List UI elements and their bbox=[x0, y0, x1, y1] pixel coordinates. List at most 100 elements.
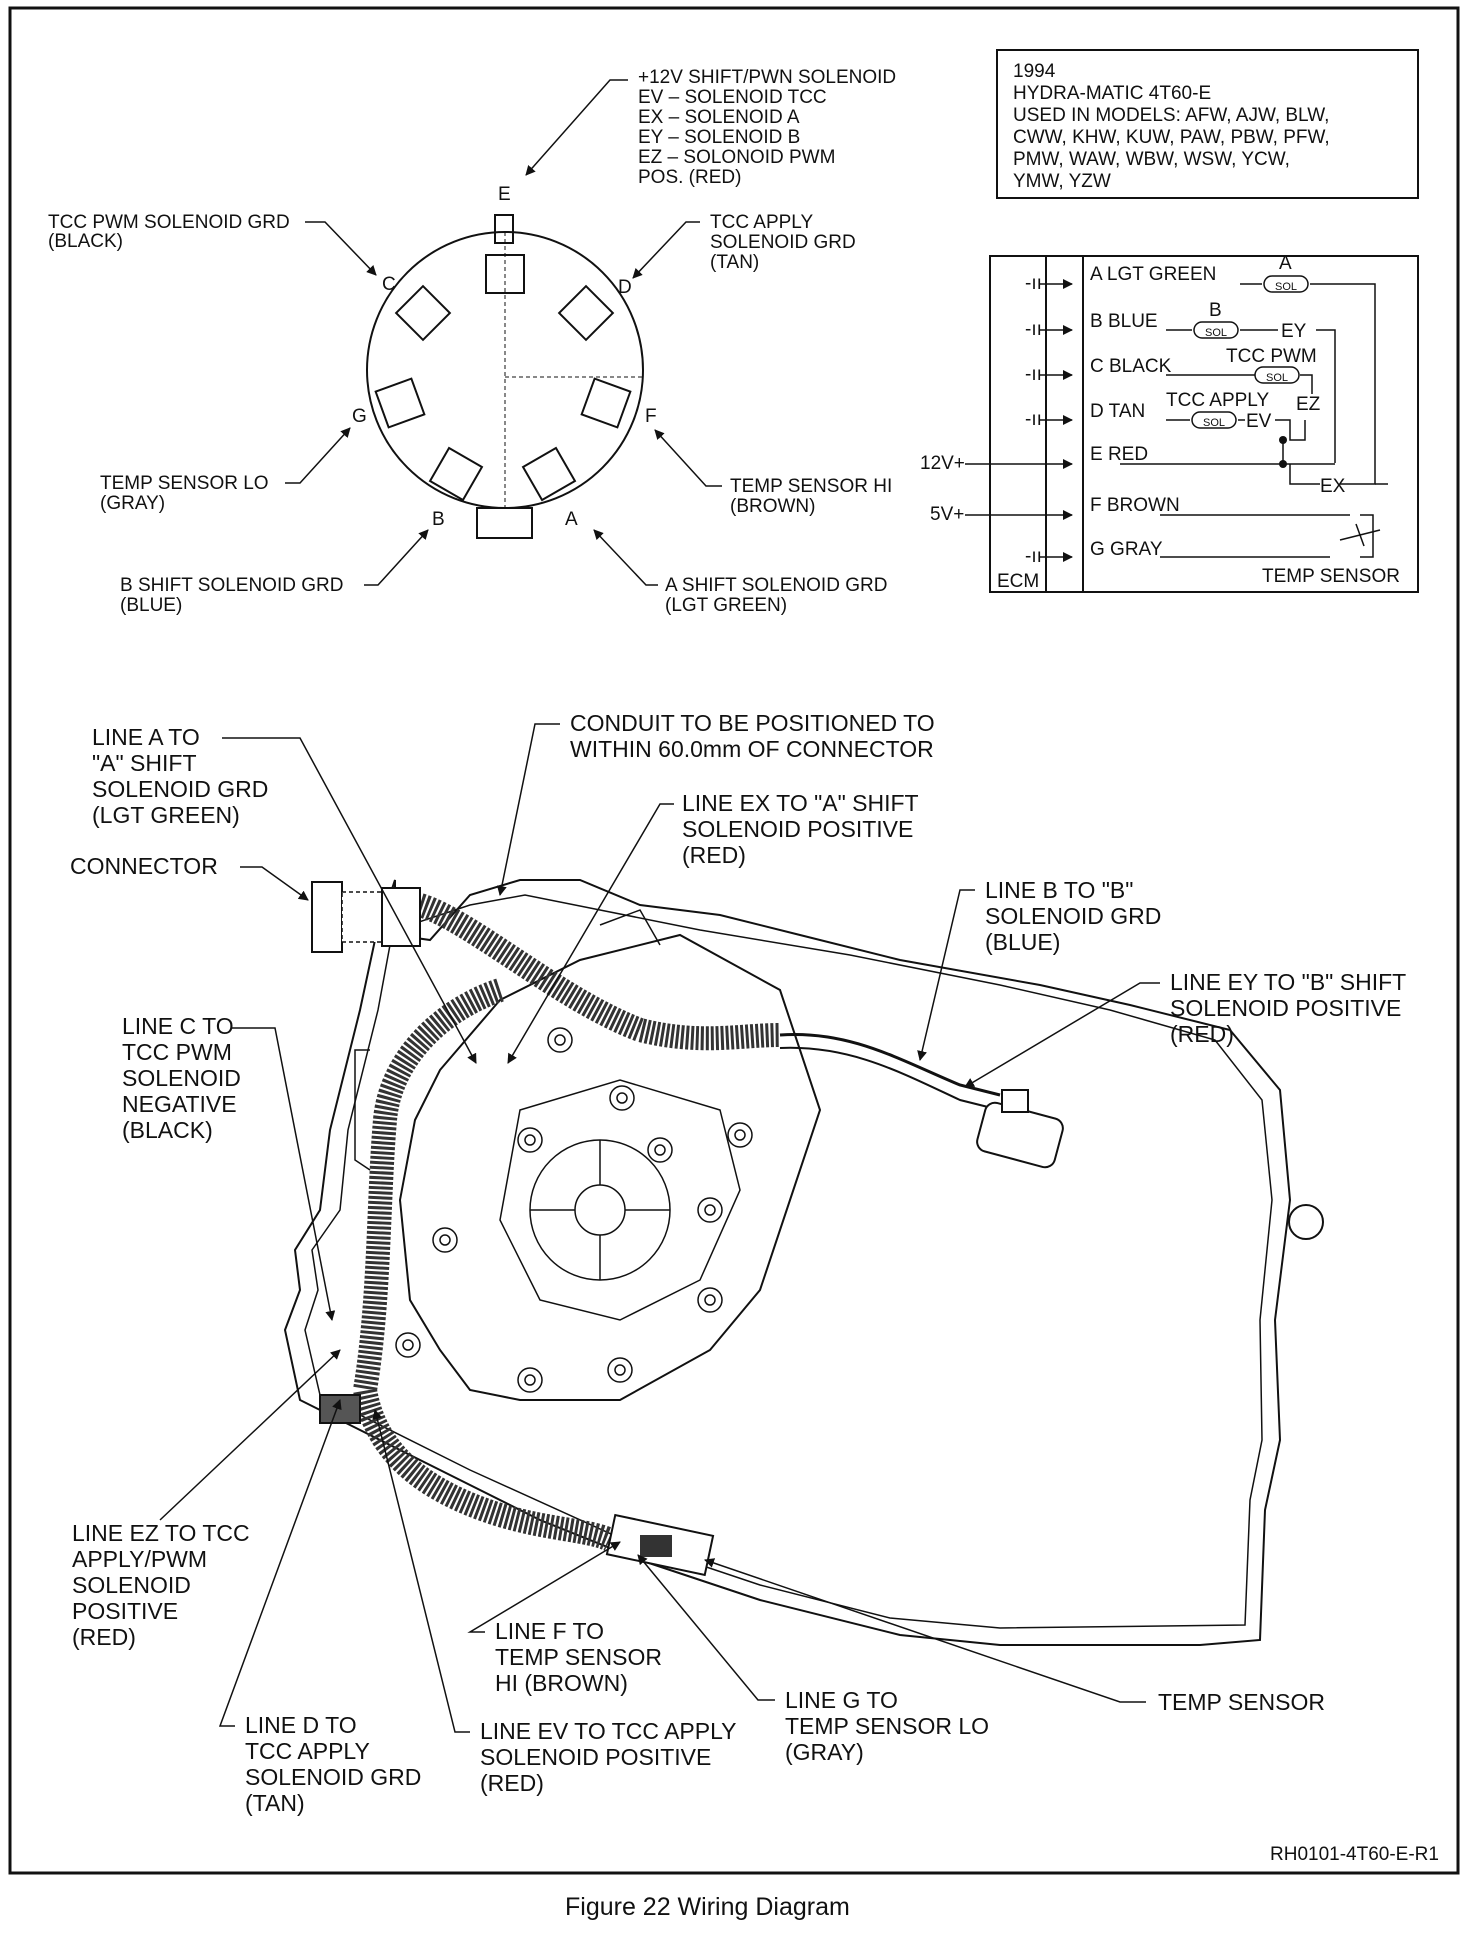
solenoid-a-symbol: A SOL bbox=[1263, 253, 1309, 293]
valve-body bbox=[398, 933, 822, 1401]
svg-text:LINE EY TO "B" SHIFT: LINE EY TO "B" SHIFT bbox=[1170, 969, 1406, 995]
pin-a-callout: A SHIFT SOLENOID GRD (LGT GREEN) bbox=[593, 529, 887, 616]
schematic-temp-sensor-label: TEMP SENSOR bbox=[1262, 566, 1400, 587]
svg-text:NEGATIVE: NEGATIVE bbox=[122, 1091, 237, 1117]
svg-text:(BROWN): (BROWN) bbox=[730, 496, 815, 517]
svg-text:(LGT GREEN): (LGT GREEN) bbox=[665, 595, 787, 616]
callout-line-f: LINE F TO TEMP SENSOR HI (BROWN) bbox=[467, 1541, 662, 1696]
svg-text:SOLENOID GRD: SOLENOID GRD bbox=[710, 232, 856, 253]
pin-f-letter: F bbox=[645, 406, 657, 427]
pin-a-cavity bbox=[521, 446, 577, 502]
ecm-label: ECM bbox=[997, 571, 1039, 592]
line-e-row: 12V+ E RED bbox=[920, 444, 1148, 474]
connector-key-top bbox=[494, 214, 514, 244]
svg-text:TEMP SENSOR LO: TEMP SENSOR LO bbox=[100, 473, 269, 494]
svg-text:(BLACK): (BLACK) bbox=[122, 1117, 213, 1143]
pin-c-callout: TCC PWM SOLENOID GRD (BLACK) bbox=[48, 212, 377, 276]
pin-g-letter: G bbox=[352, 406, 367, 427]
callout-line-ex: LINE EX TO "A" SHIFT SOLENOID POSITIVE (… bbox=[507, 790, 919, 1064]
case-bolt-hole bbox=[1288, 1204, 1324, 1240]
figure-caption: Figure 22 Wiring Diagram bbox=[565, 1893, 850, 1921]
svg-text:(GRAY): (GRAY) bbox=[785, 1739, 864, 1765]
svg-text:POS. (RED): POS. (RED) bbox=[638, 167, 741, 188]
svg-text:SOL: SOL bbox=[1203, 417, 1225, 429]
harness-connector bbox=[311, 881, 421, 953]
solenoid-schematic: ECM -ıı A LGT GREEN -ıı B BLUE -ıı C BLA… bbox=[920, 253, 1419, 593]
svg-text:LINE B TO "B": LINE B TO "B" bbox=[985, 877, 1133, 903]
valve-body-bolts bbox=[395, 1027, 753, 1393]
svg-text:B SHIFT SOLENOID GRD: B SHIFT SOLENOID GRD bbox=[120, 575, 343, 596]
callout-line-g: LINE G TO TEMP SENSOR LO (GRAY) bbox=[637, 1554, 989, 1765]
svg-text:LINE F TO: LINE F TO bbox=[495, 1618, 604, 1644]
svg-text:(BLUE): (BLUE) bbox=[120, 595, 182, 616]
svg-text:CONNECTOR: CONNECTOR bbox=[70, 853, 218, 879]
svg-text:-ıı: -ıı bbox=[1025, 409, 1042, 430]
svg-text:E RED: E RED bbox=[1090, 444, 1148, 465]
pin-c-letter: C bbox=[382, 274, 396, 295]
line-b-row: -ıı B BLUE bbox=[1025, 311, 1158, 340]
svg-text:12V+: 12V+ bbox=[920, 453, 965, 474]
svg-text:LINE G TO: LINE G TO bbox=[785, 1687, 898, 1713]
svg-text:(LGT GREEN): (LGT GREEN) bbox=[92, 802, 240, 828]
svg-text:YMW, YZW: YMW, YZW bbox=[1013, 171, 1111, 192]
svg-text:EV – SOLENOID TCC: EV – SOLENOID TCC bbox=[638, 87, 827, 108]
svg-text:PMW, WAW, WBW, WSW, YCW,: PMW, WAW, WBW, WSW, YCW, bbox=[1013, 149, 1290, 170]
svg-text:LINE A TO: LINE A TO bbox=[92, 724, 200, 750]
svg-text:TEMP SENSOR: TEMP SENSOR bbox=[495, 1644, 662, 1670]
svg-text:SOLENOID POSITIVE: SOLENOID POSITIVE bbox=[1170, 995, 1401, 1021]
svg-text:EX – SOLENOID A: EX – SOLENOID A bbox=[638, 107, 800, 128]
svg-text:HYDRA-MATIC 4T60-E: HYDRA-MATIC 4T60-E bbox=[1013, 83, 1211, 104]
ez-label: EZ bbox=[1296, 394, 1321, 415]
svg-text:WITHIN 60.0mm OF CONNECTOR: WITHIN 60.0mm OF CONNECTOR bbox=[570, 736, 934, 762]
pin-e-legend: +12V SHIFT/PWN SOLENOID EV – SOLENOID TC… bbox=[525, 67, 896, 188]
svg-text:A LGT GREEN: A LGT GREEN bbox=[1090, 264, 1216, 285]
svg-text:CWW, KHW, KUW, PAW, PBW, PFW,: CWW, KHW, KUW, PAW, PBW, PFW, bbox=[1013, 127, 1330, 148]
svg-text:C BLACK: C BLACK bbox=[1090, 356, 1172, 377]
pin-b-cavity bbox=[428, 446, 484, 502]
svg-text:SOLENOID: SOLENOID bbox=[122, 1065, 241, 1091]
connector-face-view: E C D G F B A +12V SHIFT/PWN SOLENOID EV… bbox=[48, 67, 896, 616]
ey-label: EY bbox=[1281, 321, 1307, 342]
pin-a-letter: A bbox=[565, 509, 578, 530]
svg-text:A SHIFT SOLENOID GRD: A SHIFT SOLENOID GRD bbox=[665, 575, 887, 596]
pin-e-letter: E bbox=[498, 184, 511, 205]
reference-code: RH0101-4T60-E-R1 bbox=[1270, 1844, 1439, 1865]
svg-text:USED IN MODELS: AFW, AJW, BLW,: USED IN MODELS: AFW, AJW, BLW, bbox=[1013, 105, 1329, 126]
pin-d-letter: D bbox=[618, 277, 632, 298]
svg-text:B: B bbox=[1209, 300, 1222, 321]
svg-text:SOLENOID POSITIVE: SOLENOID POSITIVE bbox=[480, 1744, 711, 1770]
svg-text:5V+: 5V+ bbox=[930, 504, 964, 525]
svg-text:TEMP SENSOR LO: TEMP SENSOR LO bbox=[785, 1713, 989, 1739]
connector-key-bottom bbox=[476, 507, 533, 539]
svg-text:SOL: SOL bbox=[1275, 281, 1297, 293]
svg-text:TCC APPLY: TCC APPLY bbox=[1166, 390, 1269, 411]
svg-text:TCC PWM SOLENOID GRD: TCC PWM SOLENOID GRD bbox=[48, 212, 290, 233]
svg-text:LINE EV TO TCC APPLY: LINE EV TO TCC APPLY bbox=[480, 1718, 737, 1744]
svg-text:SOLENOID POSITIVE: SOLENOID POSITIVE bbox=[682, 816, 913, 842]
svg-text:TEMP SENSOR HI: TEMP SENSOR HI bbox=[730, 476, 892, 497]
svg-text:HI (BROWN): HI (BROWN) bbox=[495, 1670, 628, 1696]
line-g-row: -ıı G GRAY bbox=[1025, 539, 1163, 567]
svg-text:POSITIVE: POSITIVE bbox=[72, 1598, 178, 1624]
pin-f-cavity bbox=[580, 377, 632, 429]
solenoid-block bbox=[1082, 255, 1419, 593]
callout-line-d: LINE D TO TCC APPLY SOLENOID GRD (TAN) bbox=[218, 1399, 421, 1816]
svg-text:LINE EX TO "A" SHIFT: LINE EX TO "A" SHIFT bbox=[682, 790, 919, 816]
callout-line-ey: LINE EY TO "B" SHIFT SOLENOID POSITIVE (… bbox=[964, 969, 1406, 1088]
svg-text:D TAN: D TAN bbox=[1090, 401, 1145, 422]
svg-text:(TAN): (TAN) bbox=[710, 252, 759, 273]
callout-connector: CONNECTOR bbox=[70, 853, 309, 901]
callout-line-b: LINE B TO "B" SOLENOID GRD (BLUE) bbox=[917, 877, 1161, 1061]
svg-text:CONDUIT TO BE POSITIONED TO: CONDUIT TO BE POSITIONED TO bbox=[570, 710, 935, 736]
svg-text:+12V SHIFT/PWN SOLENOID: +12V SHIFT/PWN SOLENOID bbox=[638, 67, 896, 88]
line-f-row: 5V+ F BROWN bbox=[930, 495, 1180, 525]
svg-text:(RED): (RED) bbox=[480, 1770, 544, 1796]
svg-text:"A" SHIFT: "A" SHIFT bbox=[92, 750, 197, 776]
callout-conduit: CONDUIT TO BE POSITIONED TO WITHIN 60.0m… bbox=[496, 710, 935, 896]
ev-label: EV bbox=[1246, 411, 1272, 432]
svg-text:TCC APPLY: TCC APPLY bbox=[245, 1738, 370, 1764]
tcc-solenoid-clip bbox=[319, 1394, 361, 1424]
callout-line-c: LINE C TO TCC PWM SOLENOID NEGATIVE (BLA… bbox=[122, 1013, 336, 1321]
svg-text:LINE C TO: LINE C TO bbox=[122, 1013, 234, 1039]
